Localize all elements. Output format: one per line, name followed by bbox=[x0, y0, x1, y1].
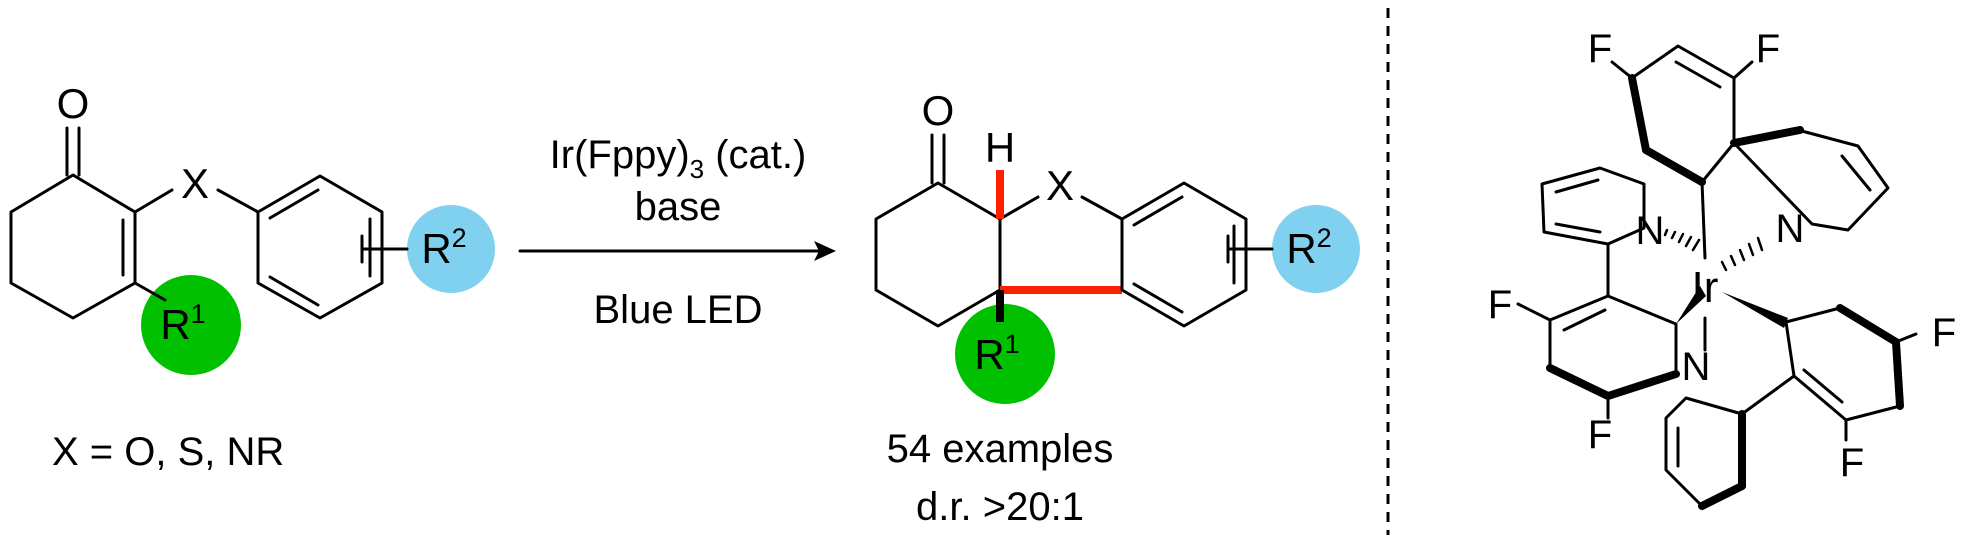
reactant-caption: X = O, S, NR bbox=[52, 430, 284, 474]
reactant-benzene-inner-3 bbox=[268, 275, 320, 307]
top-pyridine-inner bbox=[1840, 154, 1872, 192]
reactant-r2-label: R2 bbox=[421, 223, 466, 272]
left-aryl-bold-2 bbox=[1604, 370, 1680, 400]
top-n-label: N bbox=[1776, 207, 1805, 251]
product-structure: O H X R1 R2 54 examples d.r. >20:1 bbox=[874, 87, 1360, 529]
reactant-carbonyl-oxygen: O bbox=[57, 80, 90, 127]
left-n-label: N bbox=[1636, 209, 1665, 253]
metal-ir-label: Ir bbox=[1692, 263, 1719, 312]
product-r1-label: R1 bbox=[974, 329, 1019, 378]
reactant-heteroatom-x: X bbox=[181, 160, 209, 207]
bottom-pyridine-aryl-bond bbox=[1740, 374, 1796, 416]
reactant-r1-label: R1 bbox=[160, 299, 205, 348]
reactant-r2-symbol: R bbox=[421, 225, 451, 272]
right-f2-label: F bbox=[1840, 441, 1864, 485]
top-f2-label: F bbox=[1756, 27, 1780, 71]
top-aryl-inner bbox=[1674, 60, 1722, 89]
reactant-cyclohexenone-ring bbox=[9, 173, 137, 320]
product-benzene-inner-1 bbox=[1132, 195, 1184, 227]
left-pyridine-inner-2 bbox=[1554, 222, 1602, 234]
left-n-ir-hashed-bond bbox=[1663, 228, 1701, 252]
reactant-cx-bond bbox=[133, 188, 174, 214]
catalyst-label: Ir(Fppy)3 (cat.) bbox=[550, 133, 807, 184]
right-aryl-inner bbox=[1802, 368, 1844, 404]
right-aryl-bold-2 bbox=[1892, 338, 1904, 410]
catalyst-tail: (cat.) bbox=[704, 133, 806, 177]
reactant-benzene-ring bbox=[256, 174, 384, 320]
product-cx-bond bbox=[998, 195, 1040, 221]
left-pyridine-ring bbox=[1540, 166, 1646, 246]
top-aryl-bold bbox=[1628, 74, 1650, 154]
product-r1-circle bbox=[955, 304, 1055, 404]
reactant-r1-symbol: R bbox=[160, 301, 190, 348]
base-label: base bbox=[635, 185, 722, 229]
reactant-r2-superscript: 2 bbox=[452, 223, 467, 253]
right-f1-bond bbox=[1894, 332, 1918, 344]
bottom-n-label: N bbox=[1682, 345, 1711, 389]
right-aryl-wedge bbox=[1722, 292, 1788, 328]
product-benzene-ring bbox=[1120, 181, 1248, 328]
product-examples-count: 54 examples bbox=[887, 427, 1114, 471]
top-pyridine-ring bbox=[1732, 128, 1890, 232]
right-n-ir-hashed-bond bbox=[1720, 236, 1764, 272]
reactant-cr1-bond bbox=[133, 281, 167, 302]
product-benzene-inner-3 bbox=[1132, 282, 1184, 314]
top-f2-bond bbox=[1732, 60, 1754, 80]
reactant-r1-superscript: 1 bbox=[191, 299, 206, 329]
right-aryl-bold bbox=[1836, 304, 1900, 346]
top-aryl-ir-bond bbox=[1700, 180, 1707, 260]
product-diastereomeric-ratio: d.r. >20:1 bbox=[916, 485, 1084, 529]
product-cyclohexanone-ring bbox=[874, 181, 1002, 328]
reactant-x-aryl-bond bbox=[216, 188, 260, 214]
left-aryl-inner bbox=[1562, 308, 1607, 332]
product-r2-label: R2 bbox=[1286, 223, 1331, 272]
product-hydrogen: H bbox=[985, 124, 1015, 171]
r2-circle bbox=[407, 205, 495, 293]
top-f1-bond bbox=[1610, 60, 1634, 80]
top-pyridine-bold bbox=[1730, 126, 1804, 147]
left-f2-label: F bbox=[1588, 413, 1612, 457]
product-x-aryl-bond bbox=[1080, 195, 1124, 221]
product-r1-symbol: R bbox=[974, 331, 1004, 378]
top-aryl-bold-2 bbox=[1642, 146, 1706, 186]
reactant-benzene-inner-1 bbox=[268, 188, 320, 220]
product-r2-superscript: 2 bbox=[1317, 223, 1332, 253]
reactant-structure: O X R1 R2 X = O, S, NR bbox=[9, 80, 495, 474]
bottom-pyridine-bold bbox=[1698, 482, 1746, 510]
top-f1-label: F bbox=[1588, 27, 1612, 71]
catalyst-main: Ir(Fppy) bbox=[550, 133, 690, 177]
catalyst-structure: Ir F F F F F F N N N bbox=[1488, 27, 1956, 510]
product-r1-superscript: 1 bbox=[1005, 329, 1020, 359]
product-heteroatom-x: X bbox=[1046, 162, 1074, 209]
left-aryl-ir-wedge bbox=[1676, 286, 1706, 324]
light-label: Blue LED bbox=[594, 288, 763, 332]
reaction-arrow-group: Ir(Fppy)3 (cat.) base Blue LED bbox=[518, 133, 836, 332]
left-aryl-bold bbox=[1546, 364, 1612, 400]
catalyst-subscript: 3 bbox=[690, 154, 704, 184]
product-r2-circle bbox=[1272, 205, 1360, 293]
right-aryl-ring bbox=[1784, 306, 1902, 422]
left-f1-bond bbox=[1516, 302, 1552, 322]
left-pyridine-inner-1 bbox=[1554, 178, 1600, 194]
product-r2-symbol: R bbox=[1286, 225, 1316, 272]
left-f1-label: F bbox=[1488, 283, 1512, 327]
product-carbonyl-oxygen: O bbox=[922, 87, 955, 134]
reaction-arrow-head bbox=[814, 241, 836, 261]
right-f1-label: F bbox=[1932, 311, 1956, 355]
